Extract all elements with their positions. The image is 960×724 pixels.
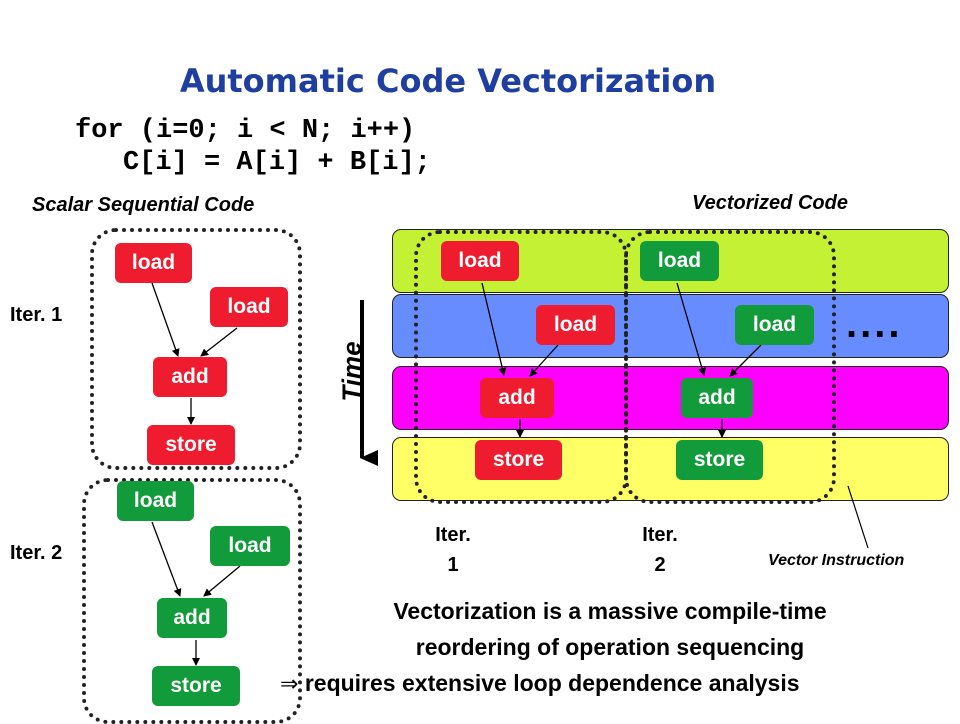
vector-iter2-store: store (676, 440, 763, 480)
implies-icon: ⇒ (280, 672, 299, 697)
vector-iter2-load-b: load (735, 305, 814, 345)
arrow-s1-loada-add (151, 282, 180, 357)
arrow-s1-loadb-add (200, 327, 238, 357)
vector-iter1-label: Iter. 1 (425, 520, 481, 580)
scalar-iter1-group (90, 228, 302, 470)
vector-iter2-label-line1: Iter. (642, 524, 678, 546)
arrow-s2-loadb-add (203, 565, 241, 597)
vector-instruction-leader (847, 485, 869, 549)
statement-line-3: ⇒ requires extensive loop dependence ana… (280, 670, 958, 697)
code-line-2: C[i] = A[i] + B[i]; (123, 148, 431, 178)
vector-iter2-group (624, 230, 836, 504)
vector-heading: Vectorized Code (692, 192, 848, 214)
arrow-v2-loada-add (676, 282, 706, 376)
scalar-iter2-load-b: load (210, 526, 290, 566)
statement-line-3-text: requires extensive loop dependence analy… (304, 670, 800, 696)
vector-iter1-add: add (480, 378, 554, 418)
scalar-iter1-load-a: load (115, 243, 192, 283)
scalar-iter2-add: add (157, 598, 227, 638)
vector-iter2-label: Iter. 2 (632, 520, 688, 580)
arrow-v1-loadb-add (529, 344, 559, 377)
scalar-iter2-store: store (152, 666, 240, 706)
vector-iter1-label-line1: Iter. (435, 524, 471, 546)
vector-iter2-load-a: load (640, 241, 719, 281)
time-label: Time (336, 341, 367, 402)
statement-line-1: Vectorization is a massive compile-time (393, 598, 827, 624)
scalar-iter2-label: Iter. 2 (10, 542, 63, 564)
vector-iter2-label-line2: 2 (654, 554, 666, 576)
scalar-iter1-store: store (147, 425, 235, 465)
more-iterations-ellipsis: .... (846, 302, 903, 346)
arrow-v2-loadb-add (729, 344, 762, 377)
arrow-v1-loada-add (481, 282, 507, 376)
vector-band-load-b (392, 294, 949, 358)
scalar-heading: Scalar Sequential Code (32, 194, 255, 216)
vector-iter1-label-line2: 1 (447, 554, 459, 576)
vector-iter1-store: store (475, 440, 562, 480)
scalar-iter1-add: add (153, 357, 227, 397)
vector-iter1-load-a: load (441, 241, 519, 281)
vector-instruction-label: Vector Instruction (768, 552, 905, 569)
page-title: Automatic Code Vectorization (179, 62, 717, 100)
code-line-1: for (i=0; i < N; i++) (75, 116, 416, 146)
vector-iter1-load-b: load (536, 305, 615, 345)
scalar-iter1-load-b: load (210, 287, 288, 327)
scalar-iter1-label: Iter. 1 (10, 304, 63, 326)
statement-line-2: reordering of operation sequencing (415, 634, 805, 660)
scalar-iter2-load-a: load (117, 481, 194, 521)
arrow-s2-loada-add (151, 521, 182, 597)
vector-iter2-add: add (681, 378, 753, 418)
